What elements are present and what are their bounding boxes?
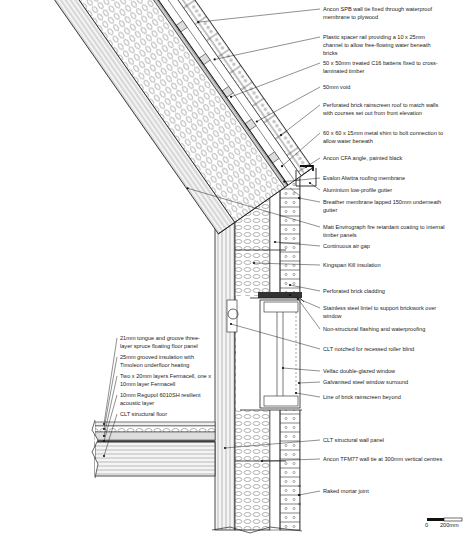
- callout-label: 50mm void: [323, 83, 445, 91]
- leader-dot: [289, 284, 291, 286]
- callout-label: CLT structural floor: [120, 410, 212, 418]
- leader-line: [281, 105, 320, 135]
- leader-dot: [295, 392, 297, 394]
- leader-line: [275, 242, 320, 246]
- callout-label: 25mm grooved insulation with Timoleon un…: [120, 353, 212, 369]
- leader-line: [198, 9, 320, 22]
- leader-dot: [283, 181, 285, 183]
- roof: [49, 0, 312, 234]
- leader-dot: [103, 428, 105, 430]
- callout-label: 60 x 60 x 15mm metal shim to bolt connec…: [323, 129, 445, 145]
- leader-line: [254, 263, 320, 265]
- leader-line: [104, 338, 117, 424]
- leader-dot: [298, 197, 300, 199]
- leader-dot: [297, 298, 299, 300]
- leader-dot: [261, 460, 263, 462]
- leader-line: [283, 368, 320, 371]
- callout-label: Matt Envirograph fire retardant coating …: [323, 223, 445, 239]
- leader-dot: [256, 120, 258, 122]
- leader-line: [282, 133, 320, 166]
- callout-label: Perforated brick rainscreen roof to matc…: [323, 101, 445, 117]
- scale-label: 0: [425, 521, 428, 529]
- leader-dot: [230, 323, 232, 325]
- leader-dot: [103, 440, 105, 442]
- leader-dot: [224, 447, 226, 449]
- callout-label: CLT notched for recessed roller blind: [323, 345, 445, 353]
- callout-label: Two x 20mm layers Fermacell, one x 10mm …: [120, 372, 212, 388]
- leader-line: [188, 188, 320, 227]
- leader-line: [299, 382, 320, 383]
- leader-dot: [298, 494, 300, 496]
- callout-label: Kingspan Kill insulation: [323, 261, 445, 269]
- callout-label: Evalon Alwitra roofing membrane: [323, 174, 445, 182]
- callout-label: Ancon SPB wall tie fixed through waterpr…: [323, 5, 445, 21]
- callout-label: 50 x 50mm treated C16 battens fixed to c…: [323, 59, 445, 75]
- leader-dot: [280, 134, 282, 136]
- leader-line: [310, 183, 320, 190]
- callout-label: 21mm tongue and groove three-layer spruc…: [120, 334, 212, 350]
- callout-label: CLT structural wall panel: [323, 436, 445, 444]
- leader-dot: [103, 435, 105, 437]
- callout-label: Raked mortar joint: [323, 487, 445, 495]
- leader-line: [299, 491, 320, 495]
- leader-dot: [230, 96, 232, 98]
- leader-line: [290, 285, 320, 291]
- callout-label: Breather membrane lapped 150mm underneat…: [323, 198, 445, 214]
- leader-dot: [309, 182, 311, 184]
- leader-line: [231, 324, 320, 349]
- leader-line: [306, 158, 320, 167]
- callout-label: Aluminium low-profile gutter: [323, 186, 445, 194]
- leader-line: [104, 414, 117, 456]
- floor: [92, 420, 215, 478]
- leader-dot: [298, 382, 300, 384]
- leader-line: [104, 376, 117, 436]
- leader-dot: [282, 367, 284, 369]
- leader-dot: [197, 21, 199, 23]
- leader-dot: [214, 58, 216, 60]
- leader-dot: [274, 241, 276, 243]
- leader-dot: [103, 455, 105, 457]
- callout-label: Plastic spacer rail providing a 10 x 25m…: [323, 33, 445, 57]
- scale-label: 200mm: [440, 521, 459, 529]
- callout-label: Perforated brick cladding: [323, 287, 445, 295]
- leader-line: [104, 395, 117, 441]
- callout-label: Galvanised steel window surround: [323, 378, 445, 386]
- leader-dot: [253, 262, 255, 264]
- leader-line: [257, 87, 320, 121]
- leader-dot: [281, 165, 283, 167]
- callout-label: Line of brick rainscreen beyond: [323, 393, 445, 401]
- leader-line: [262, 459, 320, 461]
- callout-label: Non-structural flashing and waterproofin…: [323, 325, 445, 333]
- scale-bar: [427, 518, 462, 521]
- callout-label: Continuous air gap: [323, 242, 445, 250]
- callout-label: 10mm Regupol 6010SH resilient acoustic l…: [120, 391, 212, 407]
- callout-label: Ancon CFA angle, painted black: [323, 154, 445, 162]
- leader-line: [299, 198, 320, 202]
- leader-line: [298, 299, 320, 329]
- leader-line: [215, 37, 320, 59]
- gutter: [290, 166, 316, 200]
- leader-line: [225, 440, 320, 448]
- leader-dot: [187, 187, 189, 189]
- leader-dot: [289, 294, 291, 296]
- callout-label: Velfac double-glazed window: [323, 367, 445, 375]
- leader-line: [284, 178, 320, 182]
- leader-line: [231, 63, 320, 97]
- leader-line: [296, 393, 320, 397]
- callout-label: Stainless steel lintel to support brickw…: [323, 304, 445, 320]
- leader-line: [290, 295, 320, 308]
- window: [227, 292, 304, 410]
- leader-dot: [305, 166, 307, 168]
- break-line: [212, 527, 302, 533]
- callout-label: Ancon TFM77 wall tie at 300mm vertical c…: [323, 455, 445, 463]
